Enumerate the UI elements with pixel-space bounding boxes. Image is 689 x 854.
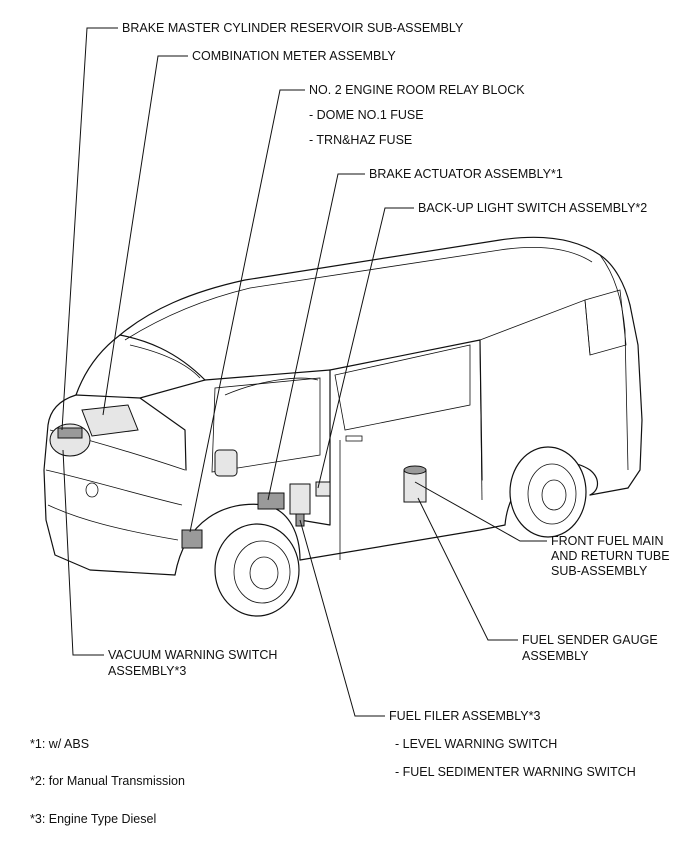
callout-front-fuel-main-line2: AND RETURN TUBE	[551, 549, 670, 563]
footnote-1: *1: w/ ABS	[30, 737, 90, 751]
brake-reservoir-part	[57, 427, 83, 439]
relay-block-part	[181, 529, 203, 549]
callout-level-warning-switch: - LEVEL WARNING SWITCH	[395, 737, 558, 751]
component-parts	[49, 404, 427, 549]
callout-fuel-sender-line2: ASSEMBLY	[522, 649, 589, 663]
callout-vacuum-switch-line2: ASSEMBLY*3	[108, 664, 187, 678]
footnote-2: *2: for Manual Transmission	[30, 774, 185, 788]
callout-brake-actuator: BRAKE ACTUATOR ASSEMBLY*1	[369, 167, 563, 181]
callout-relay-block: NO. 2 ENGINE ROOM RELAY BLOCK	[309, 83, 525, 97]
callout-combination-meter: COMBINATION METER ASSEMBLY	[192, 49, 396, 63]
combination-meter-part	[81, 404, 139, 437]
footnote-3: *3: Engine Type Diesel	[30, 812, 157, 826]
callout-backup-light-switch: BACK-UP LIGHT SWITCH ASSEMBLY*2	[418, 201, 648, 215]
callout-front-fuel-main-line3: SUB-ASSEMBLY	[551, 564, 648, 578]
fuel-filter-part	[289, 483, 311, 515]
backup-switch-part	[315, 481, 331, 497]
leader-lines	[61, 27, 547, 717]
callout-front-fuel-main-line1: FRONT FUEL MAIN	[551, 534, 664, 548]
callout-vacuum-switch-line1: VACUUM WARNING SWITCH	[108, 648, 278, 662]
callout-sedimenter-switch: - FUEL SEDIMENTER WARNING SWITCH	[395, 765, 636, 779]
callout-fuel-filer: FUEL FILER ASSEMBLY*3	[389, 709, 541, 723]
callout-brake-reservoir: BRAKE MASTER CYLINDER RESERVOIR SUB-ASSE…	[122, 21, 464, 35]
callout-fuel-sender-line1: FUEL SENDER GAUGE	[522, 633, 658, 647]
brake-actuator-part	[257, 492, 285, 510]
callout-trn-fuse: - TRN&HAZ FUSE	[309, 133, 413, 147]
callout-dome-fuse: - DOME NO.1 FUSE	[309, 108, 424, 122]
